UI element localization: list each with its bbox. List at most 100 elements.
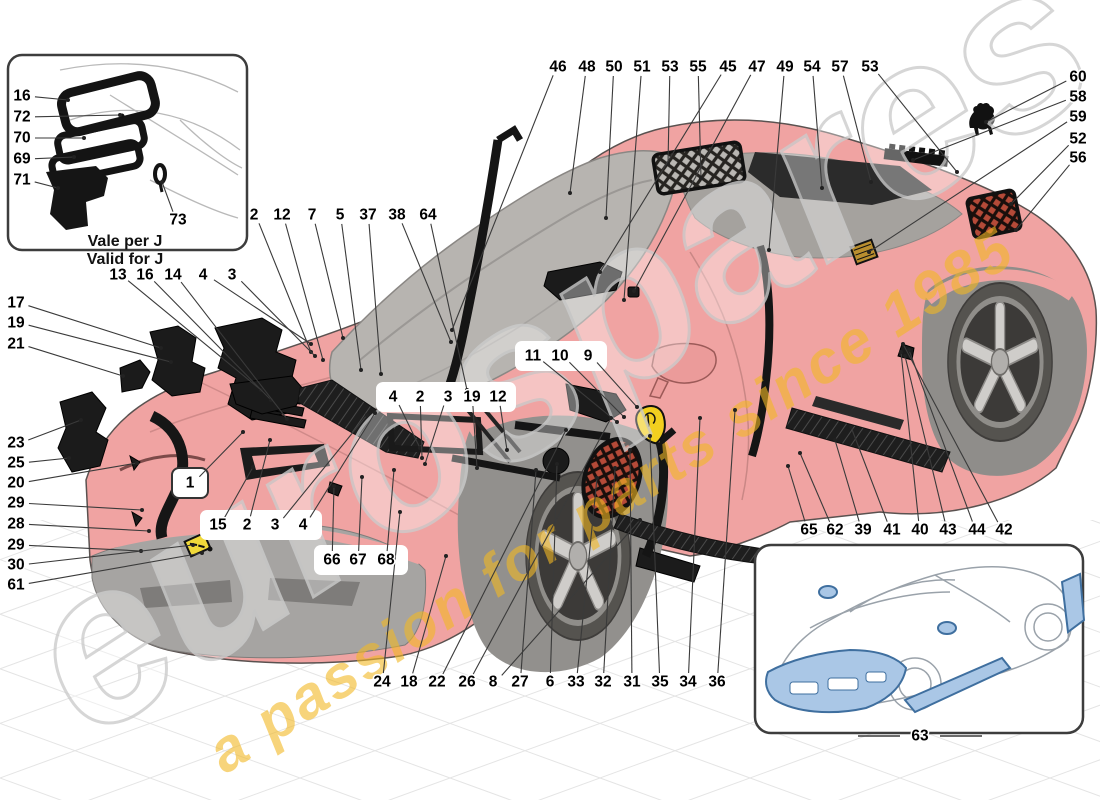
leader-line: [667, 75, 671, 165]
leader-line: [799, 452, 831, 523]
callout-2: 2: [243, 517, 252, 534]
leader-dot: [392, 468, 396, 472]
callout-41: 41: [883, 522, 901, 539]
grid-line: [538, 595, 1100, 800]
callout-11: 11: [525, 348, 542, 365]
callout-6: 6: [546, 674, 555, 691]
leader-dot: [444, 554, 448, 558]
leader-dot: [798, 451, 802, 455]
leader-dot: [1009, 202, 1013, 206]
leader-dot: [420, 456, 424, 460]
leader-line: [623, 75, 642, 301]
rear-sill: [785, 407, 951, 473]
leader-dot: [609, 416, 613, 420]
callout-3: 3: [228, 267, 237, 284]
callout-48: 48: [578, 59, 596, 76]
wheelwell-mesh-grille: [581, 437, 643, 519]
leader-line: [153, 280, 272, 401]
leader-line: [341, 223, 362, 371]
leader-line: [603, 467, 616, 674]
callout-26: 26: [458, 674, 476, 691]
shield-parts: [57, 261, 915, 583]
grid-line: [0, 613, 512, 800]
callout-13: 13: [109, 267, 127, 284]
leader-dot: [72, 155, 76, 159]
callout-7: 7: [308, 207, 317, 224]
callout-29: 29: [7, 537, 25, 554]
fender-mesh-grille: [965, 188, 1023, 240]
leader-line: [850, 426, 888, 522]
leader-line: [28, 523, 150, 532]
leader-dot: [360, 475, 364, 479]
callout-36: 36: [708, 674, 726, 691]
loop-part: [153, 163, 167, 193]
callout-54: 54: [803, 59, 821, 76]
leader-dot: [79, 418, 83, 422]
leader-line: [472, 417, 612, 675]
callout-3: 3: [444, 389, 453, 406]
callout-15: 15: [209, 517, 227, 534]
leader-line: [28, 324, 172, 363]
callout-boxes: [171, 341, 607, 575]
leader-line: [912, 99, 1067, 161]
leader-dot: [423, 462, 427, 466]
leader-dot: [786, 464, 790, 468]
callout-27: 27: [511, 674, 528, 691]
leader-line: [430, 223, 468, 391]
leader-line: [649, 435, 661, 674]
leader-dot: [699, 176, 703, 180]
callout-14: 14: [164, 267, 182, 284]
callout-56: 56: [1069, 150, 1087, 167]
callout-47: 47: [748, 59, 765, 76]
rear-wheel: [947, 282, 1053, 442]
grid-line: [0, 520, 261, 615]
leader-line: [842, 75, 872, 183]
leader-line: [382, 511, 401, 674]
callout-32: 32: [594, 674, 611, 691]
leader-line: [569, 361, 625, 418]
leader-dot: [564, 428, 568, 432]
leader-line: [34, 96, 69, 101]
leader-line: [629, 449, 633, 674]
leader-dot: [901, 342, 905, 346]
leader-dot: [613, 466, 617, 470]
leader-line: [451, 75, 554, 331]
a-pillar-seal: [445, 139, 503, 386]
leader-line: [28, 346, 124, 377]
leader-line: [834, 439, 860, 522]
leader-line: [386, 469, 395, 552]
callout-40: 40: [911, 522, 928, 539]
leader-dot: [648, 434, 652, 438]
gasket-2: [54, 117, 148, 165]
callout-4: 4: [199, 267, 208, 284]
callout-53: 53: [661, 59, 679, 76]
leader-line: [213, 279, 312, 345]
callout-43: 43: [939, 522, 957, 539]
leader-dot: [56, 186, 60, 190]
leader-line: [28, 544, 194, 565]
leader-dot: [118, 113, 122, 117]
leader-dot: [867, 250, 871, 254]
leader-line: [472, 405, 478, 469]
ferrari-badge: [635, 405, 666, 445]
callout-label-box: [376, 382, 516, 412]
leader-line: [569, 75, 586, 194]
leader-dot: [899, 350, 903, 354]
leader-dot: [285, 417, 289, 421]
leader-dot: [450, 328, 454, 332]
leader-line: [902, 343, 999, 523]
callout-71: 71: [13, 172, 31, 189]
leader-line: [198, 431, 244, 478]
leader-line: [28, 502, 143, 511]
leader-dot: [321, 358, 325, 362]
callout-10: 10: [551, 348, 568, 365]
leader-dot: [332, 484, 336, 488]
leader-dot: [635, 405, 639, 409]
grid-line: [0, 559, 662, 800]
callout-51: 51: [633, 59, 651, 76]
callout-66: 66: [323, 552, 341, 569]
callout-49: 49: [776, 59, 794, 76]
leader-line: [599, 74, 722, 273]
callout-19: 19: [463, 389, 481, 406]
